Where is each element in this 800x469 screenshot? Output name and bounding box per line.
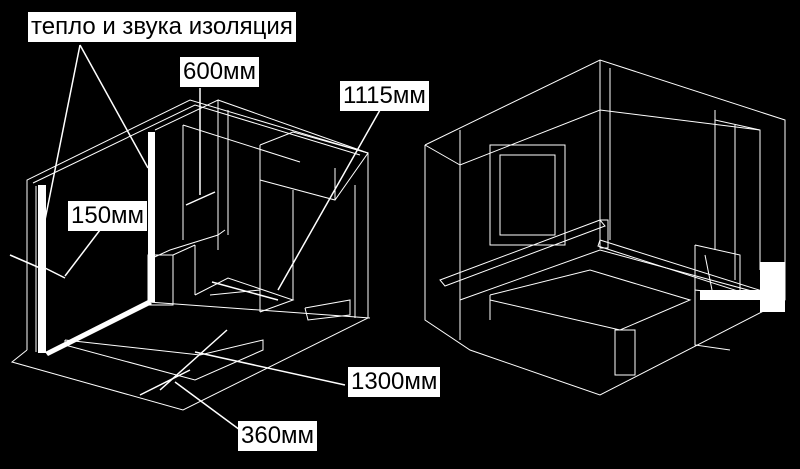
right-room-drawing <box>424 59 786 396</box>
dimension-1300-label: 1300мм <box>348 367 441 397</box>
dimension-600-label: 600мм <box>180 57 260 87</box>
dimension-360-label: 360мм <box>238 421 318 451</box>
left-room-drawing <box>9 44 381 431</box>
insulation-label: тепло и звука изоляция <box>28 12 296 42</box>
dimension-150-label: 150мм <box>68 201 148 231</box>
dimension-1115-label: 1115мм <box>340 81 429 111</box>
